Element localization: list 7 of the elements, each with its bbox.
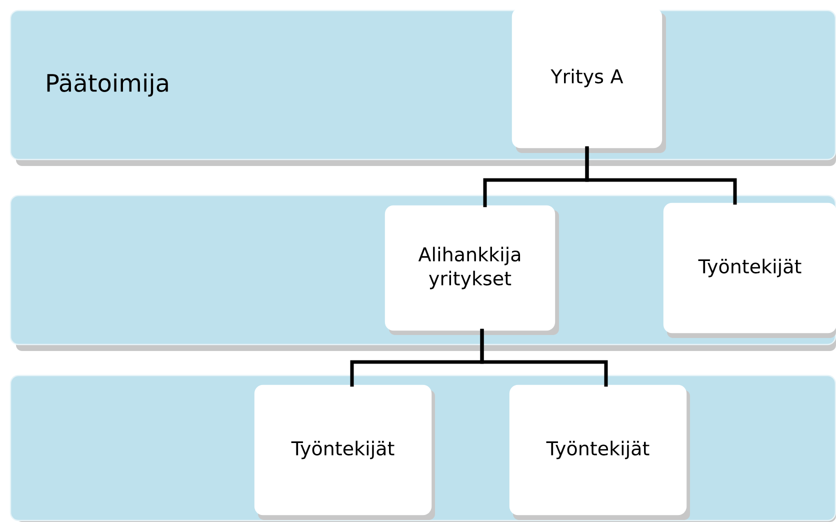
label-box: Yritys A [512, 8, 666, 153]
connector [585, 146, 737, 205]
label-box: Työntekijät [254, 384, 435, 520]
label-box: Alihankkija yritykset [384, 205, 559, 335]
label-box: Työntekijät [663, 202, 836, 338]
connector [480, 328, 608, 387]
label-box: Työntekijät [509, 384, 690, 520]
